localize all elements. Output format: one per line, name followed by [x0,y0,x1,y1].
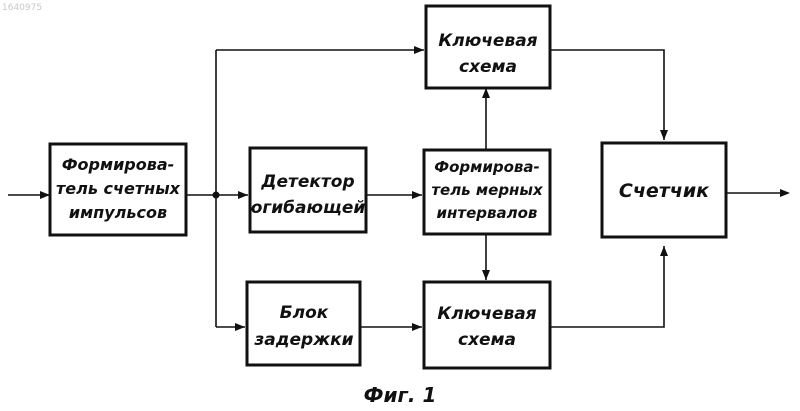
arrow-counter-top [660,130,668,140]
block-counter: Счетчик [602,143,726,237]
block-pulse-shaper-line-3: импульсов [69,203,167,222]
document-number: 1640975 [2,3,42,13]
figure-caption: Фиг. 1 [364,383,437,407]
block-key-circuit-bottom-line-2: схема [458,330,516,350]
arrow-down-key-bottom [482,270,490,280]
block-key-circuit-top-line-1: Ключевая [438,31,537,51]
block-key-circuit-bottom-line-1: Ключевая [437,304,536,324]
block-delay-frame [247,282,360,365]
arrow-key-top [414,46,424,54]
block-key-circuit-top: Ключевая схема [426,6,550,88]
arrow-output [780,189,790,197]
wire-key-top-to-counter [550,50,664,140]
wire-key-bottom-to-counter [550,246,664,327]
block-key-circuit-top-line-2: схема [459,57,517,77]
arrow-key-bottom [412,323,422,331]
block-counter-line-1: Счетчик [619,180,710,202]
block-delay-line-2: задержки [253,330,353,350]
block-interval-shaper-line-2: тель мерных [431,181,544,199]
block-delay: Блок задержки [247,282,360,365]
arrow-delay [235,323,245,331]
block-envelope-detector: Детектор огибающей [250,148,366,232]
arrow-interval [412,191,422,199]
block-interval-shaper: Формирова- тель мерных интервалов [424,150,550,234]
block-key-circuit-bottom: Ключевая схема [424,282,550,368]
arrow-counter-bottom [660,246,668,256]
junction-dot [213,192,220,199]
block-key-circuit-bottom-frame [424,282,550,368]
block-envelope-detector-line-1: Детектор [260,172,354,192]
block-pulse-shaper-line-2: тель счетных [56,179,181,198]
block-pulse-shaper: Формирова- тель счетных импульсов [50,144,186,235]
block-envelope-detector-line-2: огибающей [251,198,366,218]
arrow-detector [238,191,248,199]
block-interval-shaper-line-1: Формирова- [434,158,540,176]
block-delay-line-1: Блок [280,303,329,323]
block-pulse-shaper-line-1: Формирова- [62,155,175,174]
block-interval-shaper-line-3: интервалов [437,204,538,222]
